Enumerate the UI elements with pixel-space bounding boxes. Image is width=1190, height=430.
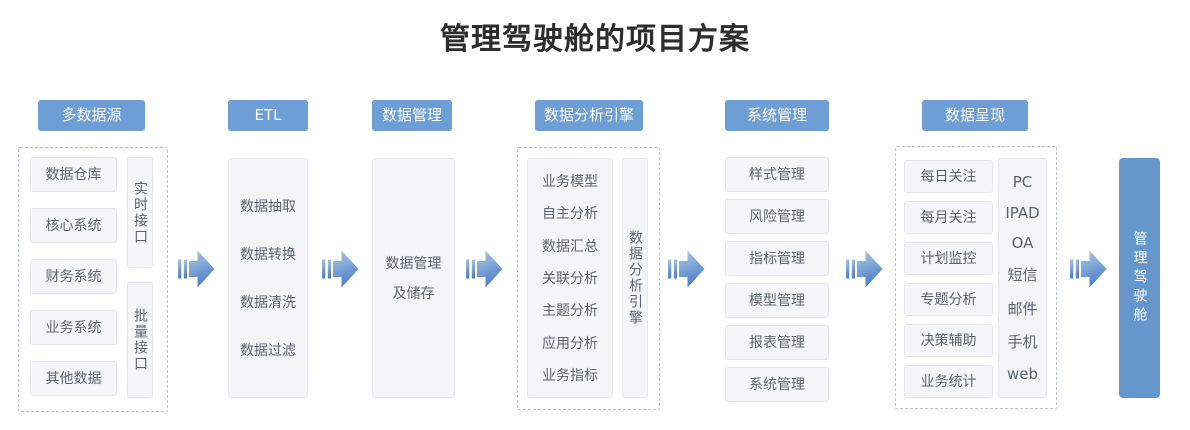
analysis-side-label: 数据分析引擎 [622,158,648,398]
presentation-item: 每月关注 [904,201,993,234]
system-item: 系统管理 [725,367,829,402]
analysis-panel: 业务模型 自主分析 数据汇总 关联分析 主题分析 应用分析 业务指标 [527,158,613,398]
analysis-item: 应用分析 [542,335,598,352]
channel-item: IPAD [1005,203,1040,222]
flow-arrow-icon [846,250,883,288]
analysis-item: 业务模型 [542,174,598,191]
analysis-item: 自主分析 [542,206,598,223]
header-presentation: 数据呈现 [922,100,1028,131]
presentation-item: 计划监控 [904,242,993,275]
system-item: 模型管理 [725,283,829,318]
system-item: 样式管理 [725,157,829,192]
header-data-mgmt: 数据管理 [372,100,452,131]
system-item: 指标管理 [725,241,829,276]
storage-panel: 数据管理 及储存 [372,158,455,398]
presentation-item: 业务统计 [904,365,993,398]
system-item: 报表管理 [725,325,829,360]
etl-step: 数据抽取 [240,199,296,215]
channels-panel: PC IPAD OA 短信 邮件 手机 web [998,158,1047,398]
header-etl: ETL [228,100,308,131]
flow-arrow-icon [466,250,503,288]
source-item: 业务系统 [30,310,117,345]
channel-item: web [1006,364,1039,383]
etl-step: 数据清洗 [240,295,296,311]
etl-step: 数据转换 [240,247,296,263]
channel-item: PC [1012,173,1033,192]
header-sources: 多数据源 [38,100,145,131]
channel-item: 邮件 [1007,299,1038,318]
flow-arrow-icon [1070,250,1107,288]
source-item: 数据仓库 [30,157,117,192]
analysis-item: 业务指标 [542,367,598,384]
flow-arrow-icon [178,250,215,288]
source-item: 其他数据 [30,361,117,396]
cockpit-result-bar: 管理驾驶舱 [1119,158,1160,398]
presentation-item: 每日关注 [904,160,993,193]
analysis-item: 主题分析 [542,303,598,320]
presentation-item: 专题分析 [904,283,993,316]
source-item: 财务系统 [30,259,117,294]
channel-item: OA [1011,234,1034,253]
system-item: 风险管理 [725,199,829,234]
analysis-item: 关联分析 [542,270,598,287]
header-analysis: 数据分析引擎 [535,100,643,131]
channel-item: 手机 [1007,333,1038,352]
presentation-item: 决策辅助 [904,324,993,357]
presentation-group-frame [895,146,1057,409]
storage-label-line: 数据管理 [385,256,442,272]
analysis-item: 数据汇总 [542,238,598,255]
header-system: 系统管理 [725,100,829,131]
etl-panel: 数据抽取 数据转换 数据清洗 数据过滤 [228,158,308,398]
sources-group-frame [18,147,168,412]
page-title: 管理驾驶舱的项目方案 [440,22,750,57]
source-item: 核心系统 [30,208,117,243]
analysis-group-frame [517,147,660,410]
etl-step: 数据过滤 [240,343,296,359]
interface-batch: 批量接口 [127,282,153,398]
interface-realtime: 实时接口 [127,157,153,268]
flow-arrow-icon [668,250,705,288]
flow-arrow-icon [322,250,359,288]
channel-item: 短信 [1007,266,1038,285]
storage-label-line: 及储存 [392,286,435,302]
